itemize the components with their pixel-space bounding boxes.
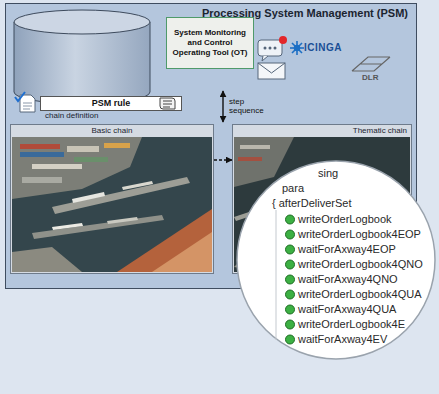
code-line: writeOrderLogbook4QNO <box>298 257 423 272</box>
logo-text: ICINGA <box>304 42 342 53</box>
logo-text: DLR <box>362 73 378 82</box>
node-title: PSM rule <box>41 97 181 110</box>
node-title: Thematic chain <box>353 126 407 136</box>
document-icon <box>20 95 35 112</box>
status-dot <box>286 275 295 284</box>
mail-icon <box>258 63 285 79</box>
node-title: System Monitoring and Control Operating … <box>170 28 250 58</box>
chat-icon <box>258 36 287 61</box>
chat-icon <box>258 40 282 56</box>
scroll-icon <box>160 98 175 109</box>
code-line: waitForAxway4QUA <box>298 302 396 317</box>
code-line: sing <box>318 166 338 181</box>
node-caption: chain definition <box>45 111 98 120</box>
status-dot <box>286 320 295 329</box>
node-title: Processing System Management (PSM) <box>202 7 408 19</box>
database-cylinder <box>14 10 150 104</box>
code-line: writeOrderLogbook4E <box>298 317 405 332</box>
flow-arrow <box>214 159 232 160</box>
satellite-image <box>117 209 212 272</box>
chat-icon <box>269 47 272 50</box>
magnifier-circle: singpara{ afterDeliverSetwriteOrderLogbo… <box>236 160 436 360</box>
node-title: Basic chain <box>11 126 213 136</box>
status-dot <box>286 260 295 269</box>
scroll-icon <box>163 101 172 102</box>
chat-icon <box>262 56 268 61</box>
status-dot <box>286 230 295 239</box>
mail-icon <box>258 63 285 79</box>
satellite-image <box>152 232 212 272</box>
icinga-logo-mark <box>295 46 300 51</box>
tool-box: System Monitoring and Control Operating … <box>166 17 254 69</box>
code-line: writeOrderLogbook <box>298 212 392 227</box>
satellite-image <box>238 157 262 161</box>
scroll-icon <box>163 107 170 108</box>
document-icon <box>15 92 25 101</box>
satellite-image <box>240 145 270 149</box>
satellite-image <box>12 137 142 199</box>
satellite-image <box>52 223 83 230</box>
satellite-image <box>12 137 212 272</box>
magnifier-lens <box>237 161 435 359</box>
satellite-image <box>104 143 130 148</box>
scroll-icon <box>163 104 172 105</box>
dlr-logo-mark <box>352 57 390 71</box>
satellite-image <box>12 247 82 272</box>
document-icon <box>15 92 35 112</box>
satellite-image <box>32 215 164 239</box>
document-icon <box>23 106 32 107</box>
status-dot <box>286 335 295 344</box>
satellite-image <box>67 146 99 152</box>
tree-line <box>276 210 277 340</box>
rule-box: PSM rulechain definition <box>40 96 182 111</box>
code-line: para <box>282 181 304 196</box>
code-line: waitForAxway4EOP <box>298 242 396 257</box>
panel-fill <box>5 3 417 289</box>
code-line: { afterDeliverSet <box>272 196 351 211</box>
code-line: writeOrderLogbook4EOP <box>298 227 421 242</box>
chain-panel: Basic chain <box>10 124 214 274</box>
document-icon <box>23 109 30 110</box>
status-dot <box>286 245 295 254</box>
database-cylinder <box>14 10 150 34</box>
satellite-image <box>122 181 153 190</box>
dlr-logo-mark <box>352 57 390 71</box>
chat-icon <box>264 47 267 50</box>
mail-icon <box>258 63 285 73</box>
icinga-logo-mark <box>290 41 304 55</box>
code-line: waitForAxway4QNO <box>298 272 398 287</box>
document-icon <box>23 103 32 104</box>
chat-icon <box>274 47 277 50</box>
scroll-icon <box>160 98 175 109</box>
rule-box-fill <box>40 96 182 111</box>
satellite-image <box>22 177 62 183</box>
icinga-logo-mark <box>292 43 302 53</box>
status-dot <box>286 290 295 299</box>
code-line: writeOrderLogbook4QUA <box>298 287 422 302</box>
chain-panel-fill <box>10 124 214 274</box>
satellite-image <box>107 217 138 224</box>
status-dot <box>286 215 295 224</box>
step-arrow <box>222 91 223 122</box>
satellite-image <box>12 137 212 272</box>
status-dot <box>286 305 295 314</box>
satellite-image <box>20 144 60 149</box>
satellite-image <box>20 152 64 157</box>
icinga-logo-mark <box>292 43 302 53</box>
code-line: waitForAxway4EV <box>298 332 387 347</box>
satellite-image <box>52 177 190 214</box>
arrow-label: step sequence <box>229 97 275 115</box>
satellite-image <box>72 192 105 203</box>
chat-icon <box>279 36 287 44</box>
satellite-image <box>32 164 82 169</box>
satellite-image <box>74 157 108 162</box>
